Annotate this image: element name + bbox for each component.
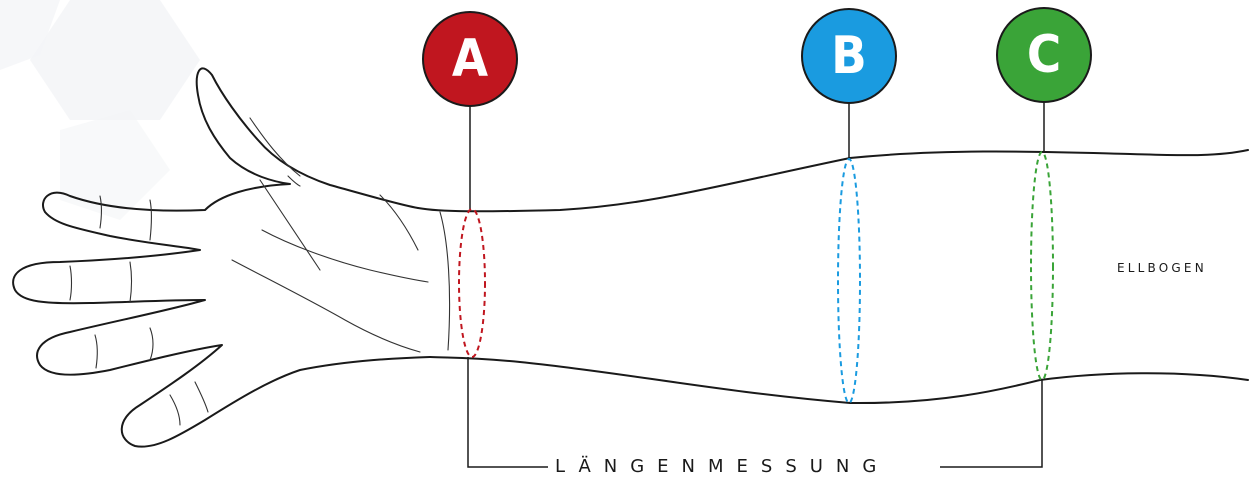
forearm-bottom-outline [429,356,1249,405]
marker-c-badge: C [996,7,1092,103]
forearm-top-outline [417,149,1249,213]
elbow-label: ELLBOGEN [1117,261,1207,275]
measurement-ring-a [458,208,486,358]
length-measurement-bracket [467,357,1043,468]
hand-outline [12,67,431,448]
marker-a-badge: A [422,11,518,107]
measurement-ring-b [837,158,861,404]
measurement-ring-c [1030,151,1054,381]
hand-detail-lines [69,117,451,426]
marker-b-badge: B [801,8,897,104]
background-hexagons [0,0,200,220]
length-measurement-label: LÄNGENMESSUNG [551,456,894,477]
